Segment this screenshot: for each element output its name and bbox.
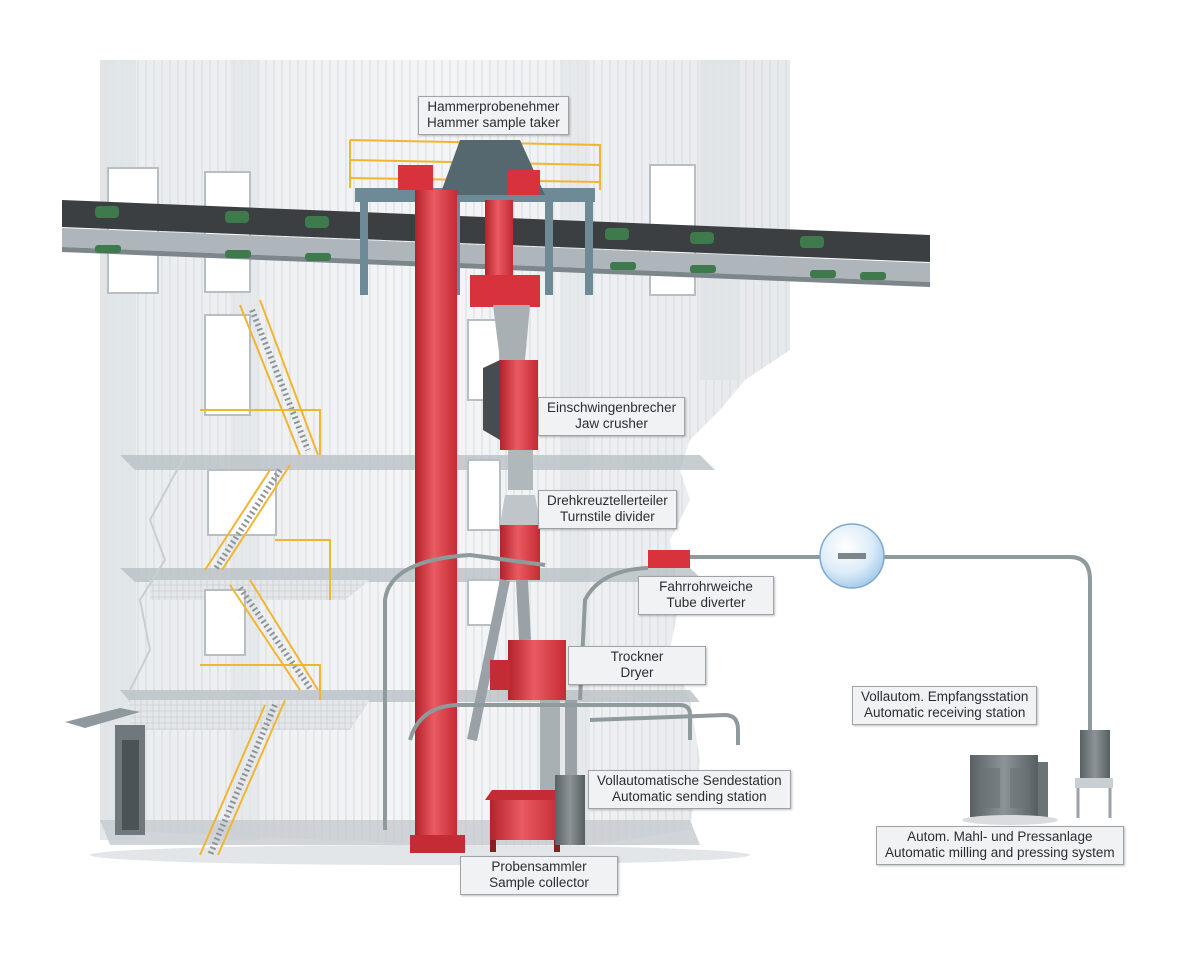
milling-and-pressing-system [962,755,1058,825]
jaw-crusher [483,305,538,490]
automatic-receiving-station [1075,730,1113,818]
staircases [199,299,331,857]
sample-collector [485,790,565,852]
pneumatic-pipes [383,552,1092,830]
tube-diverter [648,550,690,568]
automatic-sending-station [555,700,585,845]
turnstile-divider [467,495,540,742]
bucket-elevator [410,190,465,853]
dryer [490,640,566,790]
pipe-coupling [838,553,866,559]
